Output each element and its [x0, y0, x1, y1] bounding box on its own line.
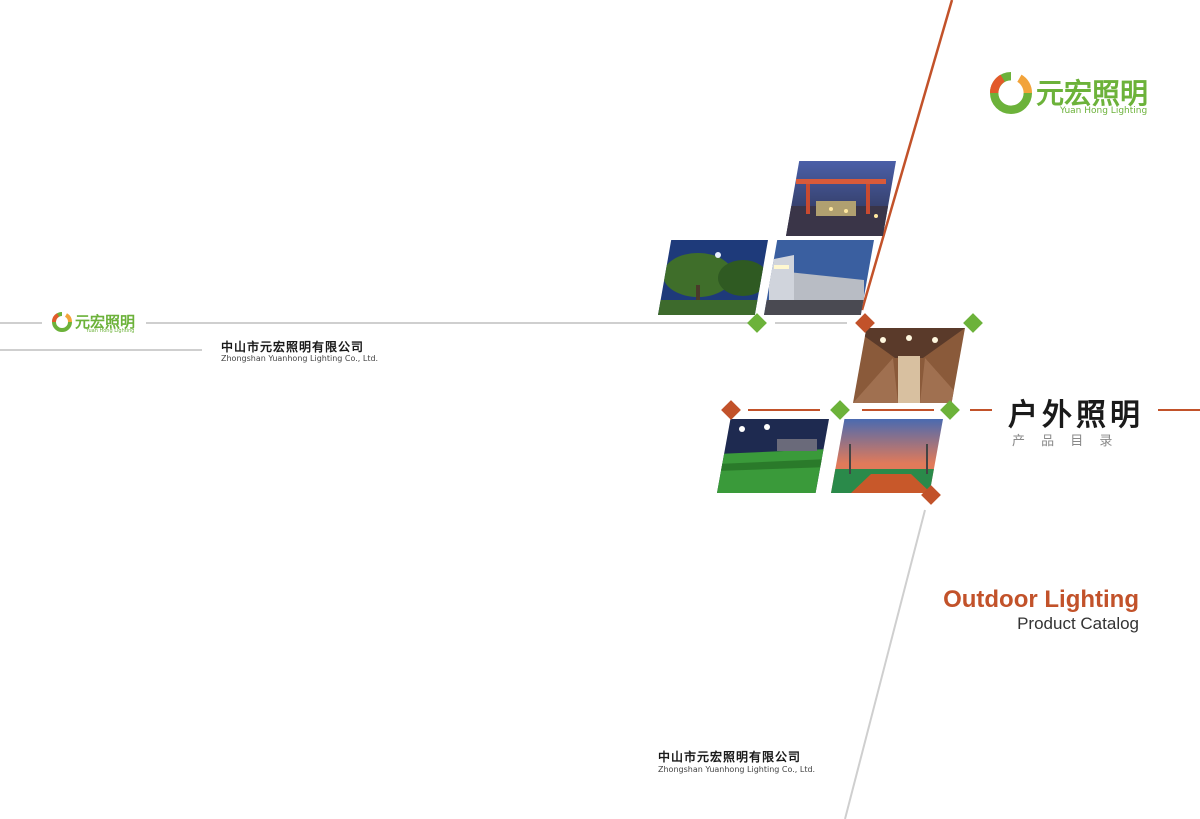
back-company-en: Zhongshan Yuanhong Lighting Co., Ltd. [221, 354, 379, 363]
back-logo-line-left [0, 322, 42, 324]
back-company-line [0, 349, 202, 351]
title-line-left [970, 409, 992, 411]
back-company-cn: 中山市元宏照明有限公司 [221, 340, 365, 354]
back-logo-en: Yuan Hong Lighting [86, 328, 135, 334]
subtitle-en: Product Catalog [1017, 614, 1139, 633]
title-en: Outdoor Lighting [943, 586, 1139, 613]
connector-line [862, 409, 934, 411]
subtitle-cn: 产 品 目 录 [1012, 434, 1119, 449]
front-logo: 元宏照明 Yuan Hong Lighting [990, 70, 1165, 120]
photo-warehouse-exterior [764, 240, 874, 315]
photo-shipyard [786, 161, 896, 236]
front-company-en: Zhongshan Yuanhong Lighting Co., Ltd. [658, 765, 816, 774]
title-cn: 户外照明 [1008, 398, 1144, 433]
photo-tennis-court [831, 419, 943, 493]
connector-line [748, 409, 820, 411]
back-logo: 元宏照明 Yuan Hong Lighting [52, 311, 142, 337]
front-logo-cn: 元宏照明 [1036, 77, 1149, 110]
logo-mark-icon [990, 72, 1032, 114]
back-logo-line-right [146, 322, 751, 324]
photo-park-night [658, 240, 768, 315]
photo-warehouse-interior [853, 328, 965, 403]
connector-line [775, 322, 847, 324]
back-logo-cn: 元宏照明 [75, 313, 136, 331]
photo-football-stadium [717, 419, 829, 493]
title-line-right [1158, 409, 1200, 411]
front-logo-en: Yuan Hong Lighting [1060, 106, 1148, 116]
logo-mark-icon [52, 312, 72, 332]
front-company-cn: 中山市元宏照明有限公司 [658, 750, 802, 764]
